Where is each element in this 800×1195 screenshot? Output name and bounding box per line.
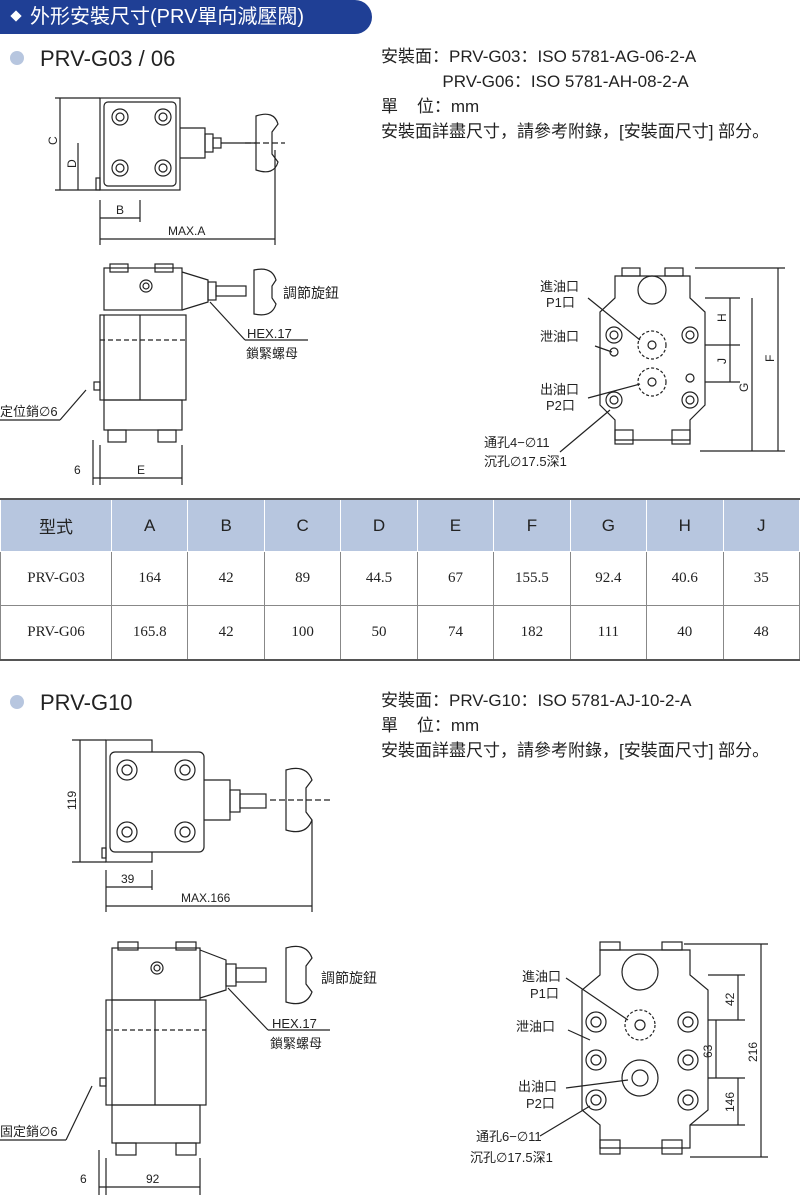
table-cell: 50	[340, 605, 418, 661]
dim-label-216: 216	[746, 1042, 760, 1062]
dim-label-d: D	[65, 159, 79, 168]
dim-label-6-g10: 6	[80, 1172, 87, 1186]
top-view	[55, 97, 285, 245]
side-view-g10	[0, 941, 330, 1195]
bottom-view-g10	[539, 941, 768, 1158]
dim-label-146: 146	[723, 1092, 737, 1112]
label-p1-g10: P1口	[530, 986, 559, 1001]
table-cell: 42	[187, 551, 265, 606]
section1-title: PRV-G03 / 06	[10, 46, 175, 72]
label-counter: 沉孔∅17.5深1	[484, 454, 567, 469]
label-knob-g10: 調節旋鈕	[321, 970, 377, 986]
table-row: PRV-G03 164 42 89 44.5 67 155.5 92.4 40.…	[0, 551, 800, 606]
label-p2-out-g10: 出油口	[518, 1079, 557, 1094]
bottom-view	[559, 267, 785, 453]
table-cell: 74	[416, 605, 495, 661]
label-hex: HEX.17	[247, 326, 292, 341]
label-knob: 調節旋鈕	[283, 285, 339, 301]
section2-title: PRV-G10	[10, 690, 133, 716]
section2-spec: 安裝面：PRV-G10：ISO 5781-AJ-10-2-A 單 位：mm 安裝…	[381, 688, 769, 763]
label-p1: P1口	[546, 295, 575, 310]
dim-label-119: 119	[65, 791, 79, 810]
header-title: 外形安裝尺寸(PRV單向減壓閥)	[30, 6, 305, 28]
table-cell: 182	[493, 605, 571, 661]
table-cell: 40.6	[646, 551, 724, 606]
dim-label-b: B	[116, 203, 124, 217]
spec-line: 安裝面詳盡尺寸，請參考附錄，[安裝面尺寸] 部分。	[381, 122, 770, 141]
dim-label-g: G	[737, 383, 751, 392]
label-p2: P2口	[546, 398, 575, 413]
label-lock-nut: 鎖緊螺母	[246, 346, 298, 361]
label-p1-in: 進油口	[540, 279, 579, 294]
label-pin: 定位銷∅6	[0, 404, 58, 419]
dim-label-63: 63	[701, 1044, 715, 1058]
dim-label-e: E	[137, 463, 145, 477]
spec-line: 單 位：mm	[381, 716, 480, 735]
dim-label-max-a: MAX.A	[168, 224, 205, 238]
spec-line: 安裝面：PRV-G03：ISO 5781-AG-06-2-A	[381, 47, 697, 66]
table-cell: 92.4	[569, 551, 648, 606]
section-header: 外形安裝尺寸(PRV單向減壓閥)	[0, 0, 372, 34]
label-hole-g10: 通孔6−∅11	[476, 1129, 542, 1144]
section1-drawings: C D B MAX.A 調節旋鈕 HEX.17 鎖緊螺母 定位銷∅6 6 E	[0, 97, 785, 485]
table-header: 型式	[0, 498, 112, 552]
table-header: A	[110, 498, 189, 552]
bullet-icon	[10, 695, 24, 710]
dimension-table: 型式 A B C D E F G H J PRV-G03 164 42 89 4…	[0, 498, 800, 661]
table-cell: 155.5	[493, 551, 571, 606]
label-p2-out: 出油口	[540, 382, 579, 397]
label-p1-in-g10: 進油口	[522, 969, 561, 984]
side-view	[0, 263, 308, 485]
table-cell: PRV-G03	[0, 551, 112, 606]
dim-label-92: 92	[146, 1172, 160, 1186]
label-hole: 通孔4−∅11	[484, 435, 550, 450]
table-header: B	[187, 498, 265, 552]
table-header: J	[722, 498, 800, 552]
table-header: F	[493, 498, 571, 552]
label-drain: 泄油口	[540, 329, 579, 344]
dim-label-j: J	[715, 358, 729, 364]
dim-label-max166: MAX.166	[181, 891, 231, 905]
table-cell: PRV-G06	[0, 605, 112, 661]
label-lock-nut-g10: 鎖緊螺母	[270, 1036, 322, 1051]
label-drain-g10: 泄油口	[516, 1019, 555, 1034]
label-p2-g10: P2口	[526, 1096, 555, 1111]
table-header: H	[646, 498, 724, 552]
table-cell: 111	[569, 605, 648, 661]
table-cell: 100	[263, 605, 342, 661]
spec-line: 安裝面詳盡尺寸，請參考附錄，[安裝面尺寸] 部分。	[381, 741, 770, 760]
dim-label-42: 42	[723, 992, 737, 1006]
spec-line: 安裝面：PRV-G10：ISO 5781-AJ-10-2-A	[381, 691, 692, 710]
dim-label-39: 39	[121, 872, 135, 886]
dim-label-c: C	[46, 136, 60, 145]
label-counter-g10: 沉孔∅17.5深1	[470, 1150, 553, 1165]
spec-line: PRV-G06：ISO 5781-AH-08-2-A	[381, 72, 689, 91]
bullet-icon	[10, 51, 24, 66]
table-header: D	[340, 498, 418, 552]
table-cell: 35	[722, 551, 800, 606]
table-cell: 48	[722, 605, 800, 661]
top-view-g10	[72, 739, 330, 912]
label-hex-g10: HEX.17	[272, 1016, 317, 1031]
dim-label-6: 6	[74, 463, 81, 477]
spec-line: 單 位：mm	[381, 97, 480, 116]
label-pin-g10: 固定銷∅6	[0, 1124, 58, 1139]
table-cell: 40	[646, 605, 724, 661]
table-cell: 165.8	[110, 605, 189, 661]
table-header: G	[569, 498, 648, 552]
table-header: E	[416, 498, 495, 552]
dim-label-f: F	[763, 355, 777, 362]
section1-spec: 安裝面：PRV-G03：ISO 5781-AG-06-2-A PRV-G06：I…	[381, 44, 769, 144]
dim-label-h: H	[715, 313, 729, 322]
table-header-row: 型式 A B C D E F G H J	[0, 498, 800, 552]
table-header: C	[263, 498, 342, 552]
table-row: PRV-G06 165.8 42 100 50 74 182 111 40 48	[0, 605, 800, 661]
table-cell: 164	[110, 551, 189, 606]
